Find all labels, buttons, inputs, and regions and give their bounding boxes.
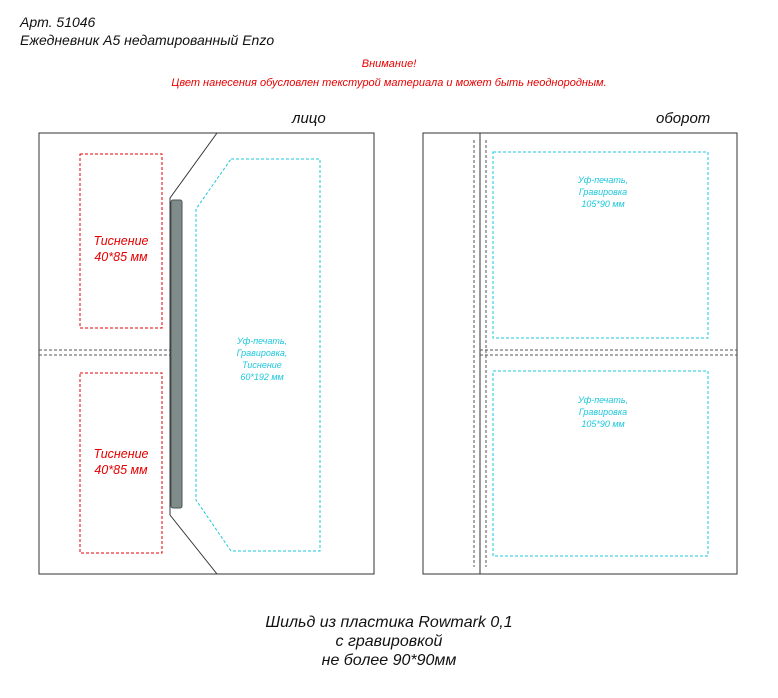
back-top-label-1: Уф-печать, [577, 175, 628, 185]
back-print-area-bottom [492, 370, 709, 557]
front-side-label: лицо [292, 110, 326, 127]
emboss-top-label-2: 40*85 мм [94, 250, 148, 264]
back-top-label-3: 105*90 мм [581, 199, 624, 209]
emboss-top-label-1: Тиснение [93, 234, 148, 248]
article-number: Арт. 51046 [20, 14, 96, 30]
flap-area-label-4: 60*192 мм [240, 372, 283, 382]
caption-line-3: не более 90*90мм [321, 652, 457, 669]
back-bottom-label-2: Гравировка [579, 407, 627, 417]
front-panel: Тиснение 40*85 мм Тиснение 40*85 мм Уф-п… [38, 132, 375, 575]
flap-area-label-3: Тиснение [242, 360, 282, 370]
front-outline [38, 132, 375, 575]
emboss-bottom-label-1: Тиснение [93, 447, 148, 461]
warning-text: Цвет нанесения обусловлен текстурой мате… [171, 77, 607, 89]
product-title: Ежедневник А5 недатированный Enzo [20, 32, 275, 48]
back-side-label: оборот [656, 110, 711, 127]
emboss-bottom-label-2: 40*85 мм [94, 463, 148, 477]
front-flap-outline [169, 132, 218, 575]
back-print-area-top [492, 151, 709, 339]
emboss-area-bottom [79, 372, 163, 554]
flap-area-label-2: Гравировка, [237, 348, 288, 358]
flap-print-area [195, 158, 321, 552]
back-panel: Уф-печать, Гравировка 105*90 мм Уф-печат… [422, 132, 738, 575]
emboss-area-top [79, 153, 163, 329]
warning-title: Внимание! [361, 58, 417, 70]
back-bottom-label-3: 105*90 мм [581, 419, 624, 429]
caption-line-1: Шильд из пластика Rowmark 0,1 [265, 614, 513, 631]
rowmark-plate [170, 199, 183, 509]
back-outline [422, 132, 738, 575]
back-top-label-2: Гравировка [579, 187, 627, 197]
caption-line-2: с гравировкой [335, 633, 443, 650]
flap-area-label-1: Уф-печать, [236, 336, 287, 346]
back-bottom-label-1: Уф-печать, [577, 395, 628, 405]
